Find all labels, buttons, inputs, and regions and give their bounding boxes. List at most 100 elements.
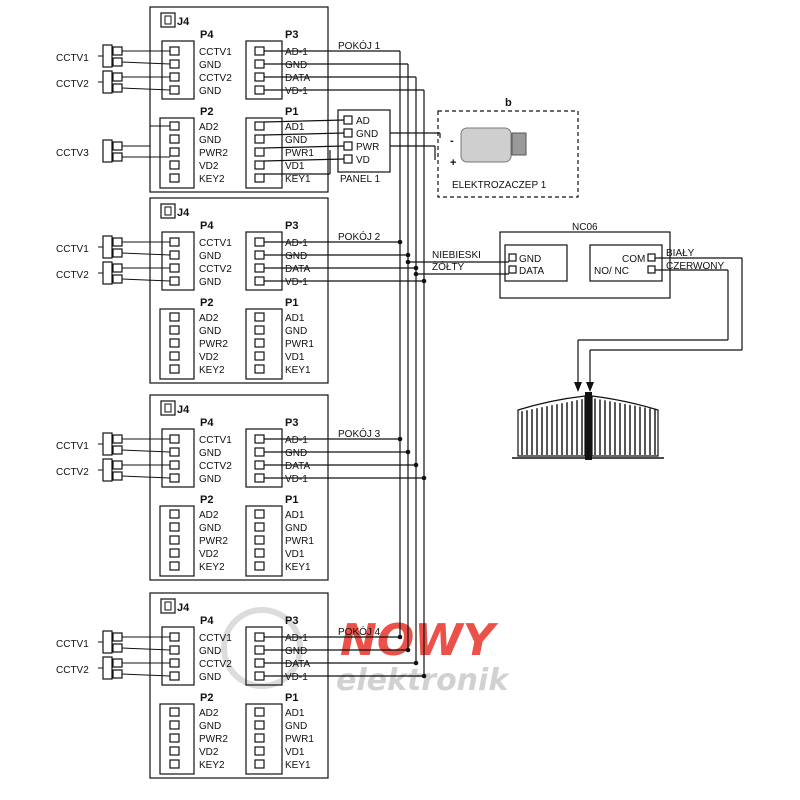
connector-p3-title: P3 (285, 29, 298, 41)
connector-pin (169, 134, 180, 144)
seven-segment-icon (160, 598, 176, 614)
pin-label: DATA (285, 659, 311, 670)
connector-pin (169, 59, 180, 69)
pin-label: GND (199, 474, 221, 485)
room-unit-frame (149, 6, 329, 193)
connector-pin (169, 85, 180, 95)
connector-pin (254, 325, 265, 335)
connector-pin (169, 746, 180, 756)
connector-p2-housing (159, 505, 195, 577)
gate-right-wing (591, 395, 659, 457)
camera-plug-pin (112, 46, 123, 56)
camera-plug-pin (112, 274, 123, 284)
pin-label: GND (285, 135, 307, 146)
connector-p2-housing (159, 703, 195, 775)
camera-label: CCTV2 (56, 79, 89, 90)
room-unit-4: J4P4CCTV1GNDCCTV2GNDP2AD2GNDPWR2VD2KEY2P… (56, 592, 424, 779)
room-label: POKÓJ 3 (338, 427, 381, 440)
connector-pin (254, 85, 265, 95)
pin-label: AD1 (285, 708, 305, 719)
junction-dot (405, 252, 411, 258)
junction-dot (397, 239, 403, 245)
junction-dot (405, 647, 411, 653)
connector-pin (169, 645, 180, 655)
connector-p2-title: P2 (200, 494, 213, 506)
nc06-title: NC06 (572, 222, 598, 233)
connector-pin (254, 460, 265, 470)
room-unit-frame (149, 197, 329, 384)
connector-p4-title: P4 (200, 29, 214, 41)
connector-pin (254, 733, 265, 743)
connector-pin (254, 632, 265, 642)
connector-p2-title: P2 (200, 692, 213, 704)
room-unit-3: J4P4CCTV1GNDCCTV2GNDP2AD2GNDPWR2VD2KEY2P… (56, 394, 424, 581)
connector-p1-title: P1 (285, 692, 298, 704)
connector-pin (169, 473, 180, 483)
pin-label: KEY2 (199, 365, 225, 376)
connector-p4-housing (161, 231, 195, 291)
connector-pin (169, 658, 180, 668)
connector-pin (169, 250, 180, 260)
pin-label: VD2 (199, 161, 219, 172)
connector-pin (169, 173, 180, 183)
camera-plug-body (102, 630, 113, 654)
connector-pin (254, 263, 265, 273)
panel-pin (343, 128, 353, 138)
connector-pin (254, 338, 265, 348)
connector-p2-title: P2 (200, 297, 213, 309)
seven-segment-icon (160, 203, 176, 219)
connector-p4-title: P4 (200, 220, 214, 232)
connector-pin (254, 548, 265, 558)
junction-dot (405, 259, 411, 265)
seven-segment-icon (160, 400, 176, 416)
pin-label: KEY1 (285, 365, 311, 376)
connector-pin (169, 447, 180, 457)
pin-label: CCTV2 (199, 461, 232, 472)
camera-wire (121, 61, 171, 65)
connector-p3-housing (245, 626, 283, 686)
panel-wire (263, 158, 345, 162)
connector-pin (254, 434, 265, 444)
connector-pin (169, 351, 180, 361)
connector-pin (169, 720, 180, 730)
connector-p1-title: P1 (285, 106, 298, 118)
gate-post (585, 392, 592, 460)
lock-plus-sign: + (450, 157, 456, 169)
pin-label: AD2 (199, 510, 219, 521)
panel-title: PANEL 1 (340, 174, 380, 185)
pin-label: CCTV2 (199, 659, 232, 670)
connector-pin (254, 160, 265, 170)
pin-label: GND (199, 721, 221, 732)
camera-plug-pin (112, 632, 123, 642)
electric-lock: b-+ELEKTROZACZEP 1 (390, 97, 579, 198)
panel-wire (263, 119, 345, 123)
wire-color-label: ŻÓŁTY (432, 260, 465, 273)
lock-bolt-icon (511, 132, 527, 156)
connector-pin (169, 509, 180, 519)
connector-p4-housing (161, 40, 195, 100)
connector-p1-housing (245, 505, 283, 577)
connector-pin (169, 147, 180, 157)
camera-label: CCTV2 (56, 467, 89, 478)
panel-pin-label: PWR (356, 142, 379, 153)
lock-title: ELEKTROZACZEP 1 (452, 180, 547, 191)
nc06-pin (508, 253, 517, 262)
connector-p4-housing (161, 626, 195, 686)
connector-p1-title: P1 (285, 494, 298, 506)
junction-dot (405, 449, 411, 455)
camera-wire (121, 278, 171, 282)
nc06-frame (499, 231, 671, 299)
connector-pin (169, 522, 180, 532)
connector-p1-title: P1 (285, 297, 298, 309)
segment-glyph (164, 206, 172, 216)
camera-plug-body (102, 656, 113, 680)
camera-plug-pin (112, 83, 123, 93)
connector-pin (254, 121, 265, 131)
nc06-pin-label: NO/ NC (594, 266, 629, 277)
pin-label: VD-1 (285, 474, 308, 485)
pin-label: AD-1 (285, 238, 308, 249)
connector-p3-title: P3 (285, 615, 298, 627)
camera-plug-body (102, 70, 113, 94)
pin-label: PWR1 (285, 734, 314, 745)
